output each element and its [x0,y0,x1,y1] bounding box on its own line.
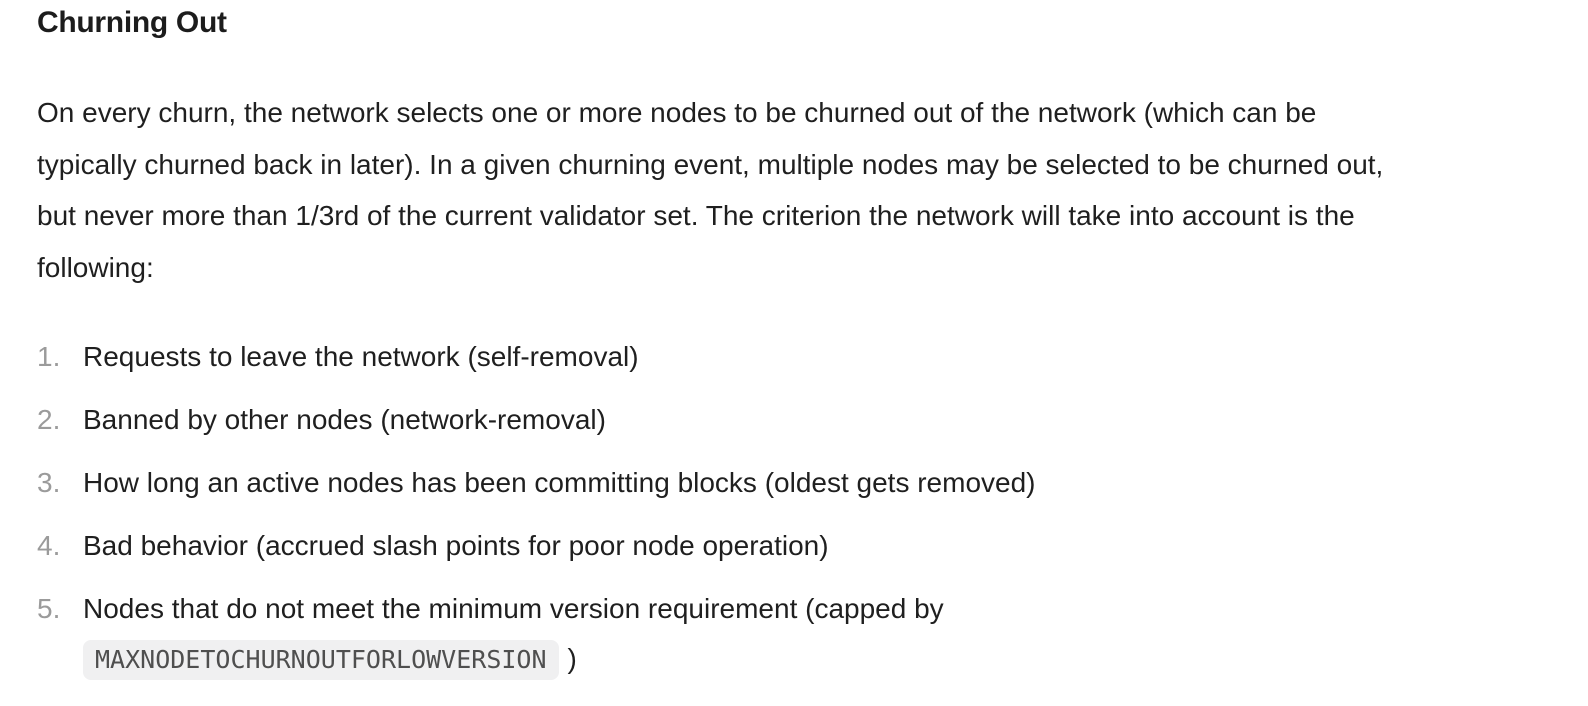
paragraph-line: typically churned back in later). In a g… [37,148,1384,180]
page-title: Churning Out [37,6,227,39]
list-item-number: 5. [37,593,61,624]
paragraph-line: but never more than 1/3rd of the current… [37,200,1355,231]
churn-criteria-list: 1. Requests to leave the network (self-r… [37,332,1548,685]
list-item: 1. Requests to leave the network (self-r… [37,332,1548,382]
list-item: 4. Bad behavior (accrued slash points fo… [37,521,1548,571]
list-item-text: Nodes that do not meet the minimum versi… [83,584,1548,685]
list-item-text-line: Nodes that do not meet the minimum versi… [83,593,944,624]
paragraph-line: On every churn, the network selects one … [37,97,1317,128]
list-item-number: 3. [37,467,61,498]
list-item-number: 2. [37,404,61,435]
inline-code: MAXNODETOCHURNOUTFORLOWVERSION [83,640,559,680]
list-item-text: How long an active nodes has been commit… [83,467,1036,498]
list-item-number: 1. [37,341,61,372]
list-item-text: Bad behavior (accrued slash points for p… [83,530,829,561]
list-item-text: Banned by other nodes (network-removal) [83,404,606,435]
list-item: 3. How long an active nodes has been com… [37,458,1548,508]
list-item-text: Requests to leave the network (self-remo… [83,341,639,372]
list-item: 5. Nodes that do not meet the minimum ve… [37,584,1548,685]
list-item: 2. Banned by other nodes (network-remova… [37,395,1548,445]
list-item-number: 4. [37,530,61,561]
list-item-text-after: ) [567,643,577,674]
intro-paragraph: On every churn, the network selects one … [37,87,1548,293]
paragraph-line: following: [37,251,154,283]
